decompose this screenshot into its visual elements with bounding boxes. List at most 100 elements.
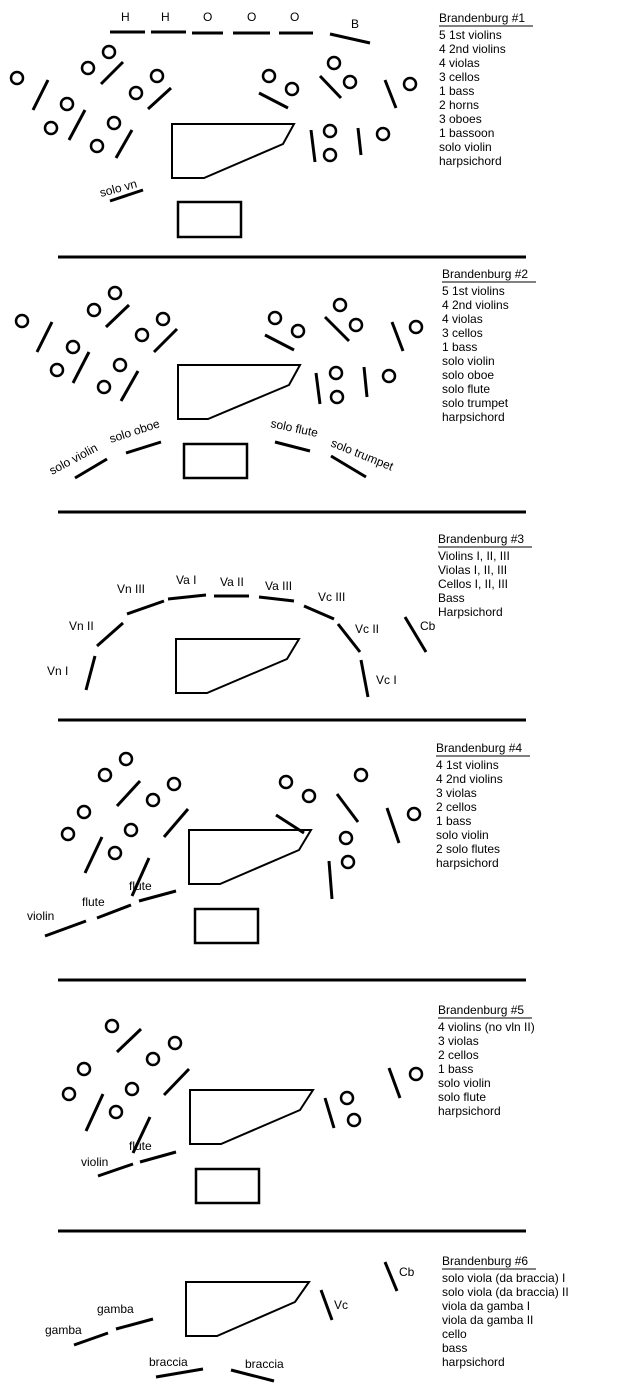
player-seat-circle xyxy=(406,806,422,822)
music-stand-line xyxy=(327,860,334,900)
legend-item: 1 bassoon xyxy=(439,126,494,140)
conductor-podium-box xyxy=(176,200,243,239)
music-stand-line xyxy=(387,1067,402,1099)
player-seat-circle xyxy=(59,96,75,112)
instrument-label: solo trumpet xyxy=(329,436,396,474)
legend-item: Cellos I, II, III xyxy=(438,577,508,591)
instrument-label: Va II xyxy=(220,575,244,589)
legend-item: harpsichord xyxy=(436,856,499,870)
music-stand-line xyxy=(314,372,322,405)
player-seat-circle xyxy=(61,1086,77,1102)
legend-item: Harpsichord xyxy=(438,605,503,619)
music-stand-line xyxy=(44,919,87,938)
music-stand-line xyxy=(264,333,295,352)
player-seat-circle xyxy=(65,339,81,355)
music-stand-line xyxy=(329,32,371,45)
instrument-label: Va III xyxy=(265,579,292,593)
legend-title: Brandenburg #3 xyxy=(438,532,524,546)
legend-item: viola da gamba II xyxy=(442,1313,533,1327)
harpsichord-shape xyxy=(171,123,296,179)
player-seat-circle xyxy=(353,767,369,783)
legend-item: 2 cellos xyxy=(436,800,477,814)
player-seat-circle xyxy=(322,123,338,139)
legend-item: 4 1st violins xyxy=(436,758,499,772)
legend-item: solo flute xyxy=(438,1090,486,1104)
legend-item: solo viola (da braccia) I xyxy=(442,1271,565,1285)
player-seat-circle xyxy=(76,804,92,820)
music-stand-line xyxy=(383,79,398,109)
music-stand-line xyxy=(152,327,179,354)
instrument-label: H xyxy=(121,10,130,24)
instrument-label: violin xyxy=(81,1155,108,1169)
legend-item: 2 horns xyxy=(439,98,479,112)
music-stand-line xyxy=(125,440,162,455)
player-seat-circle xyxy=(155,311,171,327)
music-stand-line xyxy=(96,621,124,648)
player-seat-circle xyxy=(118,751,134,767)
player-seat-circle xyxy=(278,774,294,790)
player-seat-circle xyxy=(123,822,139,838)
player-seat-circle xyxy=(284,81,300,97)
instrument-label: braccia xyxy=(245,1357,284,1371)
instrument-label: Va I xyxy=(176,573,196,587)
music-stand-line xyxy=(114,129,134,159)
legend-title: Brandenburg #4 xyxy=(436,741,522,755)
harpsichord-shape xyxy=(175,638,301,694)
legend-item: solo viola (da braccia) II xyxy=(442,1285,569,1299)
player-seat-circle xyxy=(329,389,345,405)
player-seat-circle xyxy=(301,788,317,804)
music-stand-line xyxy=(67,109,87,141)
player-seat-circle xyxy=(145,1051,161,1067)
legend-item: 4 violas xyxy=(442,312,483,326)
player-seat-circle xyxy=(76,1061,92,1077)
music-stand-line xyxy=(139,1150,177,1164)
player-seat-circle xyxy=(166,776,182,792)
instrument-label: B xyxy=(351,17,359,31)
harpsichord-shape xyxy=(189,1089,315,1145)
music-stand-line xyxy=(126,599,165,616)
instrument-label: Vn I xyxy=(47,664,68,678)
legend-item: viola da gamba I xyxy=(442,1299,530,1313)
instrument-label: solo violin xyxy=(47,441,100,478)
music-stand-line xyxy=(73,1331,109,1347)
legend-item: harpsichord xyxy=(442,1355,505,1369)
music-stand-line xyxy=(162,1067,191,1097)
instrument-label: H xyxy=(161,10,170,24)
music-stand-line xyxy=(146,86,173,111)
player-seat-circle xyxy=(128,85,144,101)
harpsichord-shape xyxy=(185,1281,311,1337)
legend-item: 1 bass xyxy=(438,1062,473,1076)
instrument-label: Vc I xyxy=(376,673,397,687)
player-seat-circle xyxy=(14,313,30,329)
player-seat-circle xyxy=(326,55,342,71)
legend-item: solo violin xyxy=(442,354,495,368)
player-seat-circle xyxy=(342,74,358,90)
player-seat-circle xyxy=(167,1035,183,1051)
legend-item: 4 2nd violins xyxy=(439,42,506,56)
legend-item: cello xyxy=(442,1327,467,1341)
music-stand-line xyxy=(323,315,351,343)
legend-item: 5 1st violins xyxy=(439,28,502,42)
harpsichord-shape xyxy=(177,364,302,420)
music-stand-line xyxy=(84,1093,105,1132)
instrument-label: O xyxy=(290,10,299,24)
music-stand-line xyxy=(31,79,50,111)
legend-item: harpsichord xyxy=(439,154,502,168)
music-stand-line xyxy=(230,1368,275,1383)
legend-item: solo trumpet xyxy=(442,396,509,410)
instrument-label: braccia xyxy=(149,1355,188,1369)
music-stand-line xyxy=(96,903,132,920)
music-stand-line xyxy=(303,604,335,621)
music-stand-line xyxy=(274,440,311,453)
player-seat-circle xyxy=(80,60,96,76)
legend-item: Violas I, II, III xyxy=(438,563,507,577)
legend-item: 4 violins (no vln II) xyxy=(438,1020,535,1034)
